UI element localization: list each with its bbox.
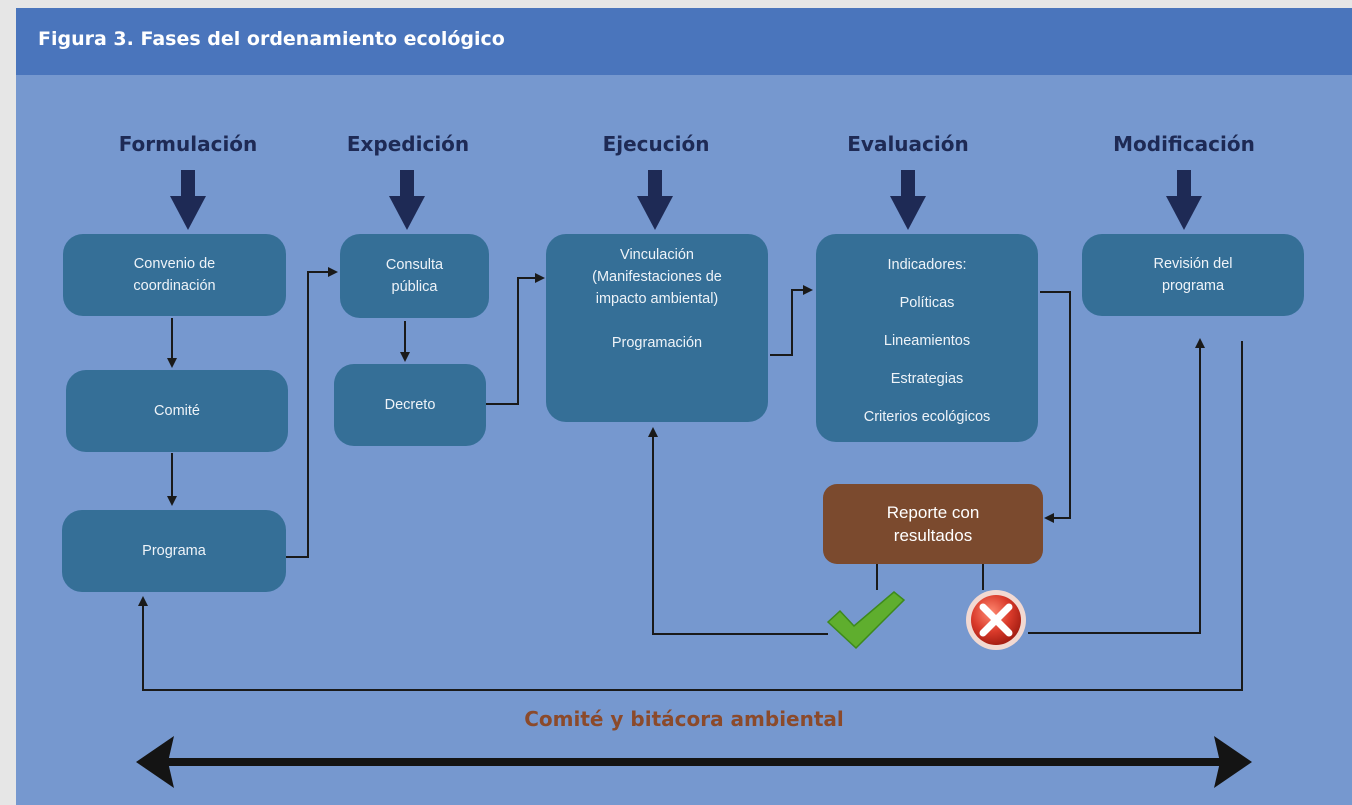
box-indicadores-line1: Indicadores: xyxy=(887,257,967,273)
down-arrow-icon xyxy=(170,170,206,230)
box-decreto-line1: Decreto xyxy=(384,397,436,413)
box-programa-line1: Programa xyxy=(142,543,206,559)
box-vinculacion-line5: Programación xyxy=(611,335,703,351)
figure-panel: Figura 3. Fases del ordenamiento ecológi… xyxy=(16,8,1352,805)
down-arrow-icon xyxy=(389,170,425,230)
arrow-decreto-vinculacion xyxy=(486,273,545,405)
box-revision-line2: programa xyxy=(1161,278,1225,294)
box-indicadores-line5: Criterios ecológicos xyxy=(863,409,991,425)
phase-evaluacion: Evaluación xyxy=(847,132,969,156)
arrow-vinculacion-indicadores xyxy=(770,285,813,356)
box-consulta-line2: pública xyxy=(391,279,438,295)
arrow-check-vinculacion xyxy=(648,427,828,635)
cross-icon xyxy=(966,590,1026,650)
box-indicadores-line2: Políticas xyxy=(899,295,955,311)
box-reporte-line1: Reporte con xyxy=(886,503,980,522)
box-consulta: Consulta pública xyxy=(340,234,489,318)
box-indicadores: Indicadores: Políticas Lineamientos Estr… xyxy=(816,234,1038,442)
box-comite-line1: Comité xyxy=(154,403,200,419)
box-vinculacion-line1: Vinculación xyxy=(620,247,694,263)
double-arrow-icon xyxy=(136,736,1252,788)
box-reporte-line2: resultados xyxy=(893,526,973,545)
phase-expedicion: Expedición xyxy=(346,132,470,156)
box-convenio-line1: Convenio de xyxy=(133,256,216,272)
box-decreto: Decreto xyxy=(334,364,486,446)
arrow-feedback-programa xyxy=(138,341,1243,691)
phase-ejecucion: Ejecución xyxy=(602,132,710,156)
box-vinculacion: Vinculación (Manifestaciones de impacto … xyxy=(546,234,768,422)
down-arrow-icon xyxy=(637,170,673,230)
down-arrow-icon xyxy=(1166,170,1202,230)
box-consulta-line1: Consulta xyxy=(385,257,444,273)
box-convenio: Convenio de coordinación xyxy=(63,234,286,316)
arrow-indicadores-reporte xyxy=(1040,291,1071,523)
box-vinculacion-line2: (Manifestaciones de xyxy=(592,269,722,285)
check-icon xyxy=(826,591,906,650)
box-comite: Comité xyxy=(66,370,288,452)
diagram-connectors xyxy=(136,170,1252,788)
box-indicadores-line3: Lineamientos xyxy=(883,333,971,349)
flow-lines xyxy=(138,267,1243,691)
box-revision: Revisión del programa xyxy=(1082,234,1304,316)
phase-formulacion: Formulación xyxy=(118,132,258,156)
box-vinculacion-line3: impacto ambiental) xyxy=(595,291,719,307)
box-programa: Programa xyxy=(62,510,286,592)
down-arrow-icon xyxy=(890,170,926,230)
arrow-cross-revision xyxy=(1028,338,1205,634)
box-reporte: Reporte con resultados xyxy=(823,484,1043,564)
bottom-label: Comité y bitácora ambiental xyxy=(524,707,844,731)
box-indicadores-line4: Estrategias xyxy=(890,371,964,387)
phase-arrows xyxy=(170,170,1202,230)
figure-title: Figura 3. Fases del ordenamiento ecológi… xyxy=(38,28,505,50)
phase-modificacion: Modificación xyxy=(1113,132,1255,156)
arrow-programa-consulta xyxy=(286,267,338,558)
box-revision-line1: Revisión del xyxy=(1153,256,1233,272)
title-bar: Figura 3. Fases del ordenamiento ecológi… xyxy=(16,8,1352,75)
box-convenio-line2: coordinación xyxy=(133,278,216,294)
